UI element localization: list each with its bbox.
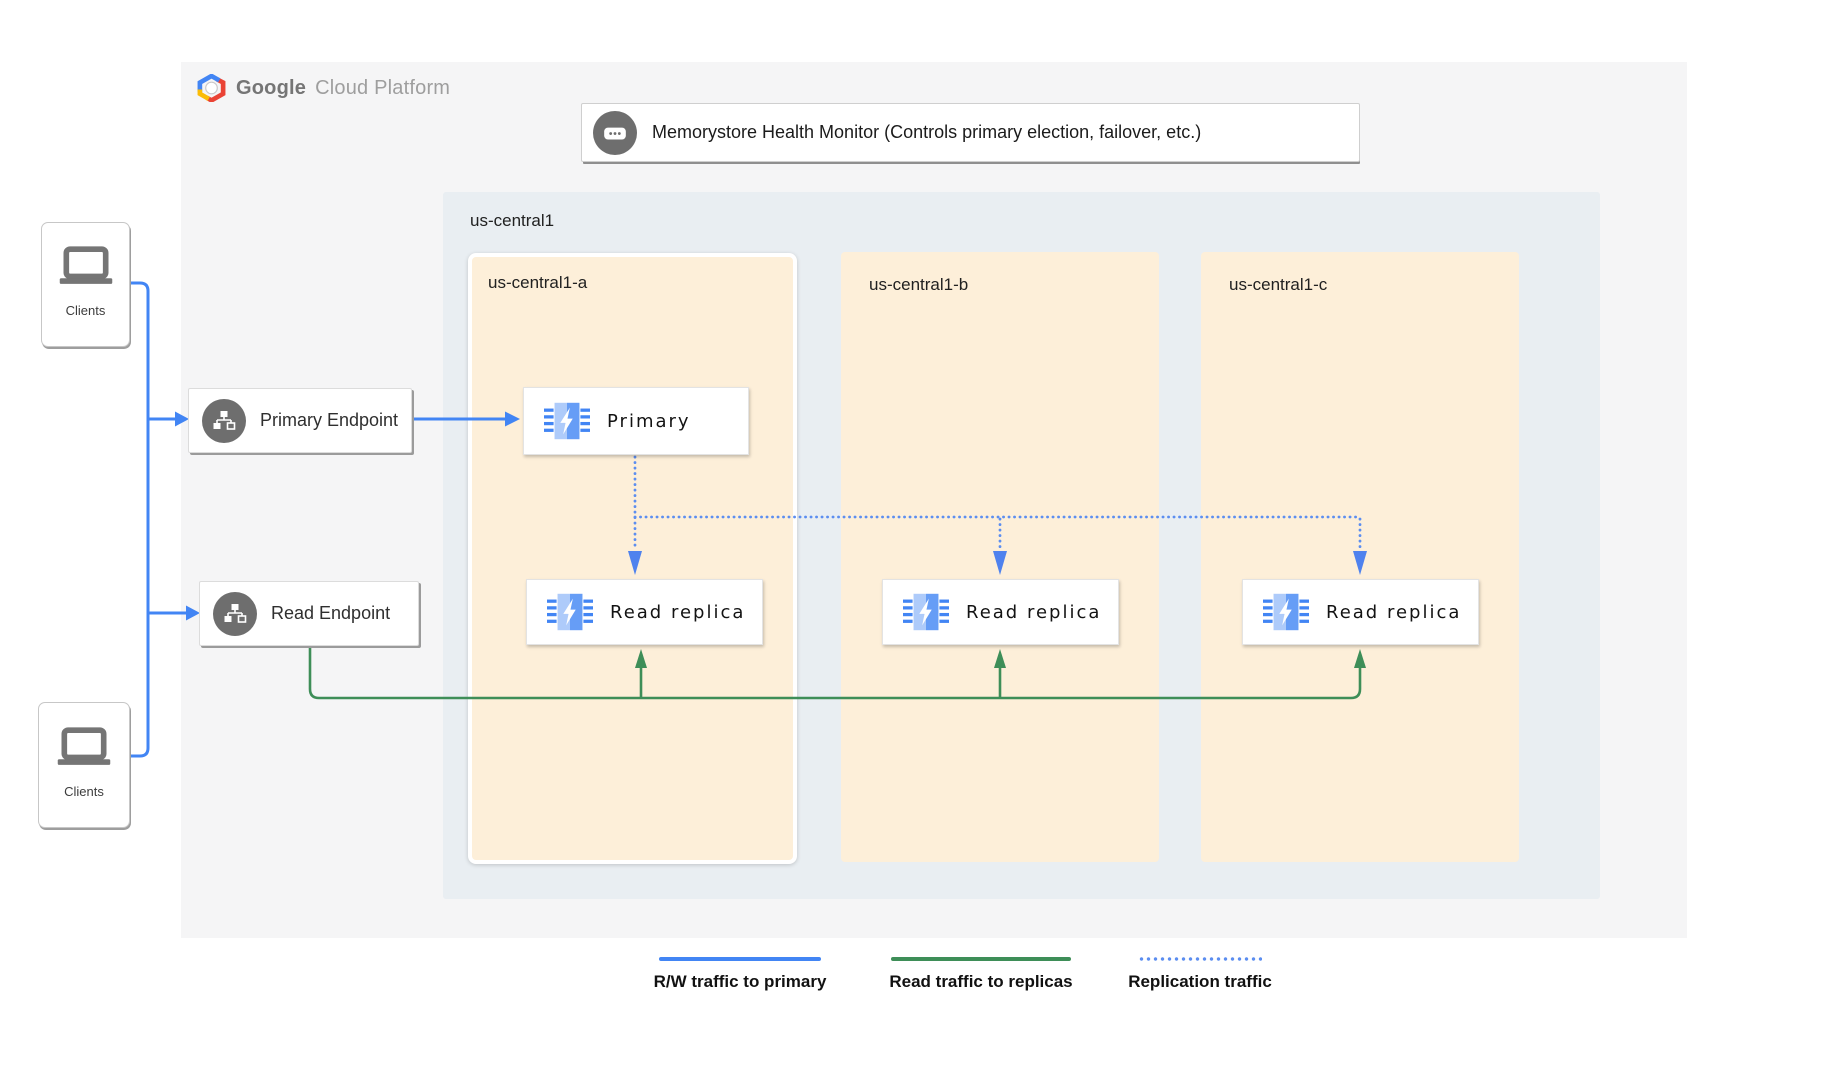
gcp-brand: Google Cloud Platform <box>196 70 450 106</box>
brand-google-text: Google <box>236 76 307 99</box>
read-replica-label: Read replica <box>966 601 1102 623</box>
memorystore-chip-icon <box>547 593 593 631</box>
legend-label: Read traffic to replicas <box>889 972 1073 991</box>
zone-label: us-central1-b <box>869 275 969 294</box>
legend-line-green <box>891 957 1071 961</box>
read-replica-label: Read replica <box>1326 601 1462 623</box>
read-replica-label: Read replica <box>610 601 746 623</box>
legend-item-read-traffic: Read traffic to replicas <box>885 957 1077 992</box>
legend-line-dotted <box>1138 957 1262 961</box>
legend-label: R/W traffic to primary <box>653 972 827 991</box>
read-replica-b-box: Read replica <box>882 579 1119 645</box>
memorystore-chip-icon <box>1263 593 1309 631</box>
chat-dots-icon <box>593 110 637 155</box>
clients-box-top: Clients <box>41 222 130 347</box>
zone-us-central1-a: us-central1-a <box>468 253 797 864</box>
health-monitor-label: Memorystore Health Monitor (Controls pri… <box>652 122 1202 142</box>
read-endpoint-box: Read Endpoint <box>199 581 419 646</box>
read-replica-a-box: Read replica <box>526 579 763 645</box>
memorystore-chip-icon <box>903 593 949 631</box>
legend-item-rw-traffic: R/W traffic to primary <box>645 957 835 992</box>
brand-cloud-platform-text: Cloud Platform <box>315 76 451 99</box>
memorystore-chip-icon <box>544 402 590 440</box>
clients-label: Clients <box>64 784 104 799</box>
laptop-icon <box>59 246 112 284</box>
primary-node-label: Primary <box>607 410 691 432</box>
legend-label: Replication traffic <box>1128 972 1272 991</box>
zone-label: us-central1-a <box>488 273 588 292</box>
primary-endpoint-label: Primary Endpoint <box>260 410 399 430</box>
primary-endpoint-box: Primary Endpoint <box>188 388 412 453</box>
network-sitemap-icon <box>202 398 246 443</box>
legend-item-replication-traffic: Replication traffic <box>1125 957 1275 992</box>
laptop-icon <box>57 727 111 765</box>
gcp-hexagon-icon <box>197 74 226 102</box>
primary-node-box: Primary <box>523 387 749 455</box>
network-sitemap-icon <box>213 591 257 636</box>
legend-line-blue <box>659 957 821 961</box>
clients-label: Clients <box>65 303 106 318</box>
clients-box-bottom: Clients <box>38 702 130 828</box>
zone-us-central1-b: us-central1-b <box>841 252 1159 862</box>
region-label: us-central1 <box>470 211 555 230</box>
read-replica-c-box: Read replica <box>1242 579 1479 645</box>
zone-label: us-central1-c <box>1229 275 1328 294</box>
health-monitor-box: Memorystore Health Monitor (Controls pri… <box>581 103 1360 162</box>
zone-us-central1-c: us-central1-c <box>1201 252 1519 862</box>
read-endpoint-label: Read Endpoint <box>271 603 391 623</box>
